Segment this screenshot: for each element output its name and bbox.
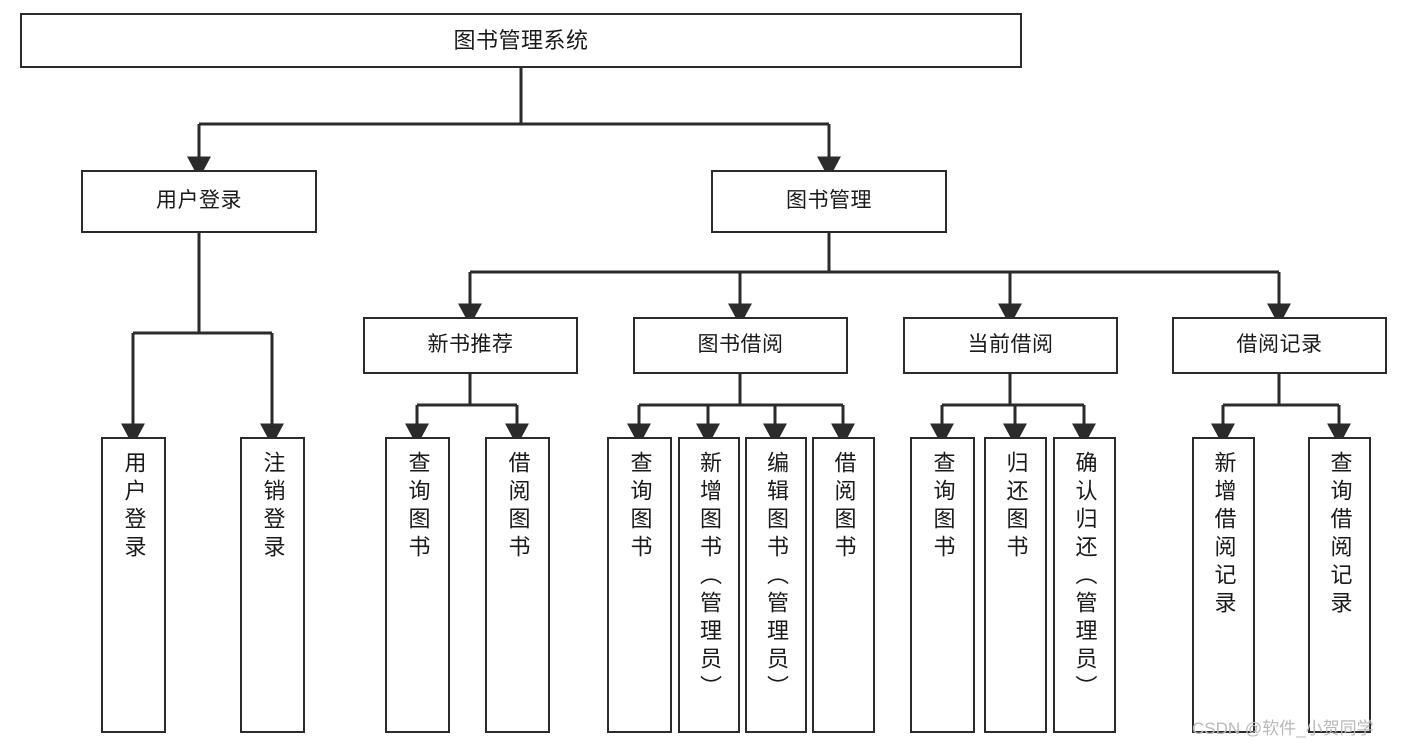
node-leaf-query-book-borrow[interactable]: 查询图书 — [607, 437, 672, 733]
node-book-management[interactable]: 图书管理 — [711, 170, 947, 233]
node-leaf-add-record-label: 新增借阅记录 — [1211, 451, 1237, 619]
node-new-book-recommend[interactable]: 新书推荐 — [363, 317, 578, 374]
node-book-management-label: 图书管理 — [786, 189, 872, 213]
node-leaf-edit-book-label: 编辑图书（管理员） — [764, 451, 789, 703]
node-leaf-query-book-borrow-label: 查询图书 — [627, 451, 653, 563]
csdn-watermark: CSDN @软件_小贺同学 — [1192, 719, 1374, 738]
node-leaf-user-login-label: 用户登录 — [121, 451, 147, 563]
node-root[interactable]: 图书管理系统 — [20, 13, 1022, 68]
node-leaf-query-record-label: 查询借阅记录 — [1327, 451, 1353, 619]
node-leaf-logout[interactable]: 注销登录 — [240, 437, 305, 733]
node-leaf-borrow-book[interactable]: 借阅图书 — [812, 437, 875, 733]
node-root-label: 图书管理系统 — [453, 27, 589, 53]
node-leaf-query-book-rec[interactable]: 查询图书 — [385, 437, 450, 733]
node-leaf-borrow-book-rec-label: 借阅图书 — [505, 451, 531, 563]
node-leaf-confirm-return[interactable]: 确认归还（管理员） — [1053, 437, 1116, 733]
node-borrow-record[interactable]: 借阅记录 — [1172, 317, 1387, 374]
node-new-book-recommend-label: 新书推荐 — [427, 333, 514, 357]
node-current-borrow[interactable]: 当前借阅 — [903, 317, 1118, 374]
node-leaf-add-record[interactable]: 新增借阅记录 — [1192, 437, 1255, 733]
node-leaf-confirm-return-label: 确认归还（管理员） — [1072, 451, 1098, 703]
node-current-borrow-label: 当前借阅 — [967, 333, 1054, 357]
node-leaf-borrow-book-label: 借阅图书 — [831, 451, 857, 563]
node-leaf-user-login[interactable]: 用户登录 — [101, 437, 166, 733]
node-leaf-edit-book[interactable]: 编辑图书（管理员） — [745, 437, 807, 733]
node-book-borrow[interactable]: 图书借阅 — [633, 317, 848, 374]
node-leaf-borrow-book-rec[interactable]: 借阅图书 — [485, 437, 550, 733]
node-leaf-query-book-cur[interactable]: 查询图书 — [910, 437, 975, 733]
node-book-borrow-label: 图书借阅 — [697, 333, 784, 357]
node-leaf-query-record[interactable]: 查询借阅记录 — [1308, 437, 1371, 733]
node-user-login-label: 用户登录 — [156, 189, 242, 213]
node-leaf-query-book-rec-label: 查询图书 — [405, 451, 431, 563]
node-user-login[interactable]: 用户登录 — [81, 170, 317, 233]
node-leaf-add-book[interactable]: 新增图书（管理员） — [678, 437, 740, 733]
node-borrow-record-label: 借阅记录 — [1236, 333, 1323, 357]
node-leaf-query-book-cur-label: 查询图书 — [930, 451, 956, 563]
node-leaf-return-book-label: 归还图书 — [1003, 451, 1029, 563]
node-leaf-return-book[interactable]: 归还图书 — [984, 437, 1047, 733]
node-leaf-add-book-label: 新增图书（管理员） — [697, 451, 722, 703]
node-leaf-logout-label: 注销登录 — [260, 451, 286, 563]
